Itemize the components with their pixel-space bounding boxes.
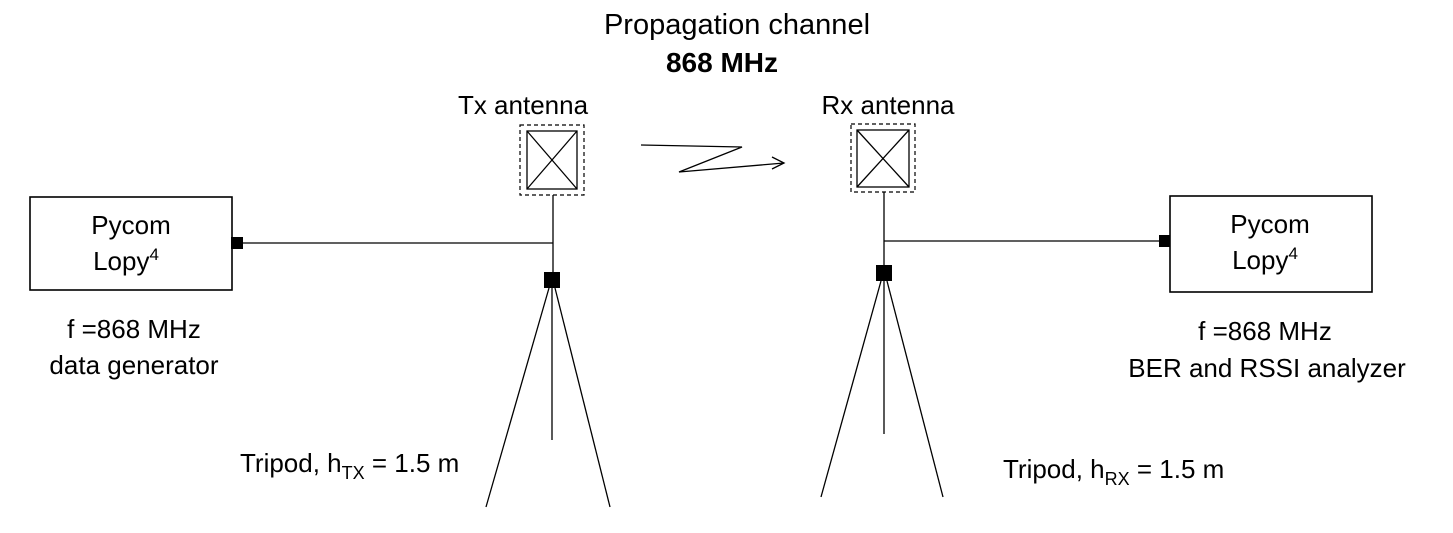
- tripod-icon: [820, 265, 944, 498]
- rx-antenna-label: Rx antenna: [822, 90, 956, 120]
- tx-spec-frequency: f =868 MHz: [67, 314, 201, 344]
- rx-device: Pycom Lopy4: [1159, 195, 1373, 293]
- tripod-icon: [485, 272, 611, 508]
- rx-tripod-label: Tripod, hRX = 1.5 m: [1003, 454, 1224, 489]
- tx-spec-role: data generator: [49, 350, 218, 380]
- tx-device-model: Lopy4: [93, 245, 159, 276]
- rx-spec-role: BER and RSSI analyzer: [1128, 353, 1406, 383]
- tx-device: Pycom Lopy4: [29, 196, 243, 291]
- tx-antenna-label: Tx antenna: [458, 90, 589, 120]
- diagram-title: Propagation channel: [604, 9, 870, 41]
- rx-spec-frequency: f =868 MHz: [1198, 316, 1332, 346]
- frequency-heading: 868 MHz: [666, 47, 778, 78]
- tx-device-name: Pycom: [91, 210, 170, 240]
- tx-tripod-label: Tripod, hTX = 1.5 m: [240, 448, 459, 483]
- rx-device-connector: [1159, 235, 1171, 247]
- tx-device-box: [29, 196, 233, 291]
- rx-device-name: Pycom: [1230, 209, 1309, 239]
- tx-antenna-icon: [519, 124, 585, 196]
- rx-device-box: [1169, 195, 1373, 293]
- wireless-link-icon: [640, 144, 786, 173]
- rx-antenna-icon: [850, 123, 916, 193]
- rx-device-model: Lopy4: [1232, 244, 1298, 275]
- tx-device-connector: [231, 237, 243, 249]
